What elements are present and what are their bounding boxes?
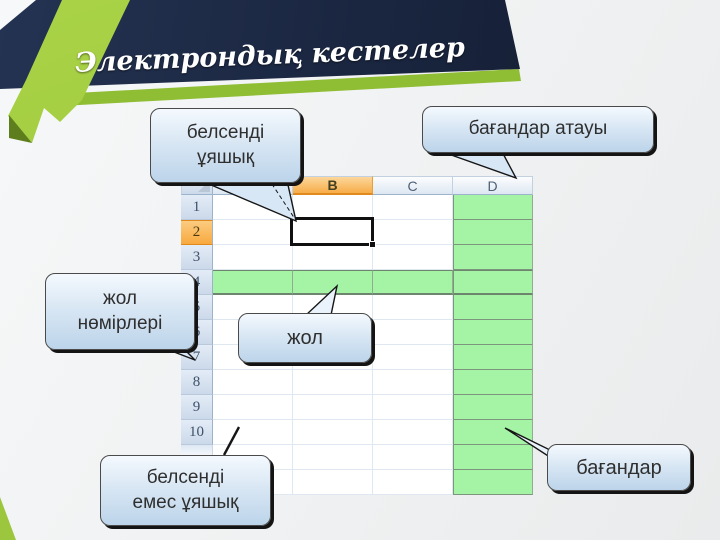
callout-active-cell-label: белсенді ұяшық xyxy=(186,121,265,168)
callout-row-numbers: жол нөмірлері xyxy=(45,273,195,350)
cell xyxy=(373,295,453,320)
row-header-10: 10 xyxy=(181,420,213,445)
fill-handle-icon xyxy=(369,241,376,248)
cell xyxy=(293,470,373,495)
callout-row-numbers-label: жол нөмірлері xyxy=(77,287,163,334)
cell xyxy=(373,320,453,345)
row-header-3: 3 xyxy=(181,245,213,270)
callout-column-names-label: бағандар атауы xyxy=(468,118,608,140)
callout-inactive-cell: белсенді емес ұяшық xyxy=(100,455,271,526)
cell xyxy=(453,195,533,220)
cell xyxy=(373,345,453,370)
cell xyxy=(213,245,293,270)
cell xyxy=(293,395,373,420)
cell xyxy=(293,270,373,295)
row-header-9: 9 xyxy=(181,395,213,420)
cell xyxy=(213,220,293,245)
sheet-row: 10 xyxy=(181,420,533,445)
cell xyxy=(213,195,293,220)
cell xyxy=(213,270,293,295)
cell xyxy=(453,245,533,270)
column-header-c: C xyxy=(373,176,453,195)
cell xyxy=(293,195,373,220)
callout-row: жол xyxy=(238,313,372,363)
callout-inactive-cell-label: белсенді емес ұяшық xyxy=(132,466,239,513)
cell xyxy=(293,420,373,445)
callout-row-label: жол xyxy=(287,327,323,349)
cell xyxy=(453,445,533,470)
cell xyxy=(293,445,373,470)
cell xyxy=(373,270,453,295)
cell xyxy=(213,370,293,395)
cell xyxy=(373,470,453,495)
cell xyxy=(453,270,533,295)
cell xyxy=(293,245,373,270)
callout-active-cell: белсенді ұяшық xyxy=(150,108,301,183)
row-header-2: 2 xyxy=(181,220,213,245)
row-header-1: 1 xyxy=(181,195,213,220)
cell xyxy=(453,320,533,345)
cell xyxy=(373,370,453,395)
cell xyxy=(453,470,533,495)
row-header-8: 8 xyxy=(181,370,213,395)
cell xyxy=(453,345,533,370)
sheet-row: 3 xyxy=(181,245,533,270)
sheet-row: 4 xyxy=(181,270,533,295)
column-header-b: B xyxy=(293,176,373,195)
cell xyxy=(373,445,453,470)
sheet-row: 8 xyxy=(181,370,533,395)
cell xyxy=(453,420,533,445)
sheet-row: 9 xyxy=(181,395,533,420)
cell xyxy=(373,420,453,445)
cell xyxy=(453,295,533,320)
cell xyxy=(213,395,293,420)
cell xyxy=(453,395,533,420)
active-cell-border xyxy=(290,217,376,248)
cell xyxy=(453,220,533,245)
cell xyxy=(213,420,293,445)
cell xyxy=(293,370,373,395)
cell xyxy=(373,195,453,220)
cell xyxy=(373,245,453,270)
cell xyxy=(373,395,453,420)
column-header-d: D xyxy=(453,176,533,195)
callout-columns-label: бағандар xyxy=(576,456,662,479)
callout-columns: бағандар xyxy=(547,444,691,491)
cell xyxy=(453,370,533,395)
callout-column-names: бағандар атауы xyxy=(422,106,654,153)
cell xyxy=(373,220,453,245)
